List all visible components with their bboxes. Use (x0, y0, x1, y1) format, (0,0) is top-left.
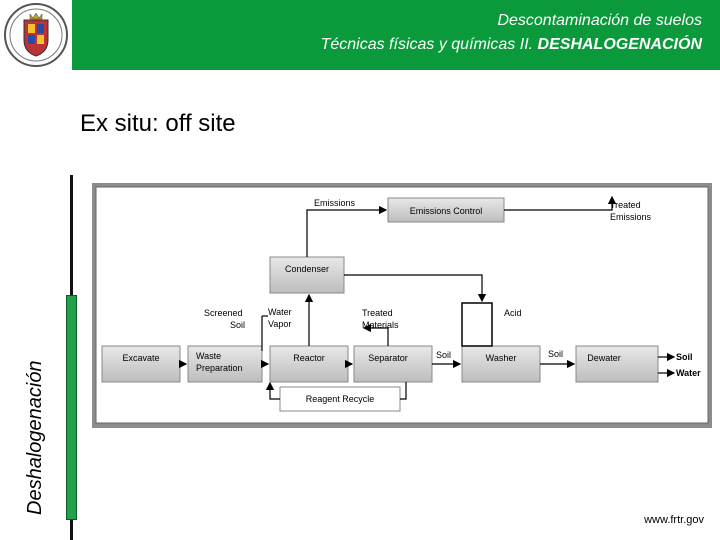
treated-emissions-label-1: Treated (610, 200, 641, 210)
treated-materials-label-1: Treated (362, 308, 393, 318)
soil-output-label: Soil (676, 352, 693, 362)
header-title-line1: Descontaminación de suelos (497, 12, 702, 29)
university-crest-logo (4, 3, 68, 67)
reagent-recycle-label: Reagent Recycle (306, 394, 375, 404)
box-excavate: Excavate (101, 345, 181, 383)
soil-label-2: Soil (548, 349, 563, 359)
flow-arrows (178, 195, 676, 400)
process-flow-svg: Emissions Control Condenser Excavate Was… (92, 183, 712, 428)
box-condenser: Condenser (269, 256, 345, 294)
soil-label-1: Soil (436, 350, 451, 360)
slide-subtitle: Ex situ: off site (80, 110, 236, 137)
header-title-line2-bold: DESHALOGENACIÓN (537, 36, 702, 53)
acid-tank (461, 302, 493, 347)
logo-area (0, 0, 72, 70)
condenser-label: Condenser (285, 264, 329, 274)
waste-prep-label-1: Waste (196, 351, 221, 361)
process-diagram: Emissions Control Condenser Excavate Was… (92, 183, 712, 428)
separator-label: Separator (368, 353, 408, 363)
header-bar: Descontaminación de suelos Técnicas físi… (72, 0, 720, 70)
water-vapor-label-1: Water (268, 307, 292, 317)
box-emissions-control: Emissions Control (387, 197, 505, 223)
box-reactor: Reactor (269, 345, 349, 383)
emissions-label: Emissions (314, 198, 356, 208)
header-title-line2-prefix: Técnicas físicas y químicas II. (320, 36, 534, 53)
waste-prep-label-2: Preparation (196, 363, 243, 373)
treated-emissions-label-2: Emissions (610, 212, 652, 222)
washer-label: Washer (486, 353, 517, 363)
diagram-background (95, 186, 709, 424)
box-separator: Separator (353, 345, 433, 383)
screened-soil-label-2: Soil (230, 320, 245, 330)
source-credit: www.frtr.gov (644, 514, 704, 526)
box-waste-preparation: Waste Preparation (187, 345, 263, 383)
dewater-label: Dewater (587, 353, 621, 363)
acid-label: Acid (504, 308, 522, 318)
emissions-control-label: Emissions Control (410, 206, 483, 216)
treated-materials-label-2: Materials (362, 320, 399, 330)
green-accent-bar (66, 295, 77, 520)
excavate-label: Excavate (122, 353, 159, 363)
side-label: Deshalogenación (24, 360, 46, 515)
water-vapor-label-2: Vapor (268, 319, 291, 329)
reactor-label: Reactor (293, 353, 325, 363)
water-output-label: Water (676, 368, 701, 378)
box-washer: Washer (461, 345, 541, 383)
box-reagent-recycle: Reagent Recycle (279, 386, 401, 412)
box-dewater: Dewater (575, 345, 659, 383)
header-title-line2: Técnicas físicas y químicas II. DESHALOG… (321, 36, 702, 54)
screened-soil-label-1: Screened (204, 308, 243, 318)
